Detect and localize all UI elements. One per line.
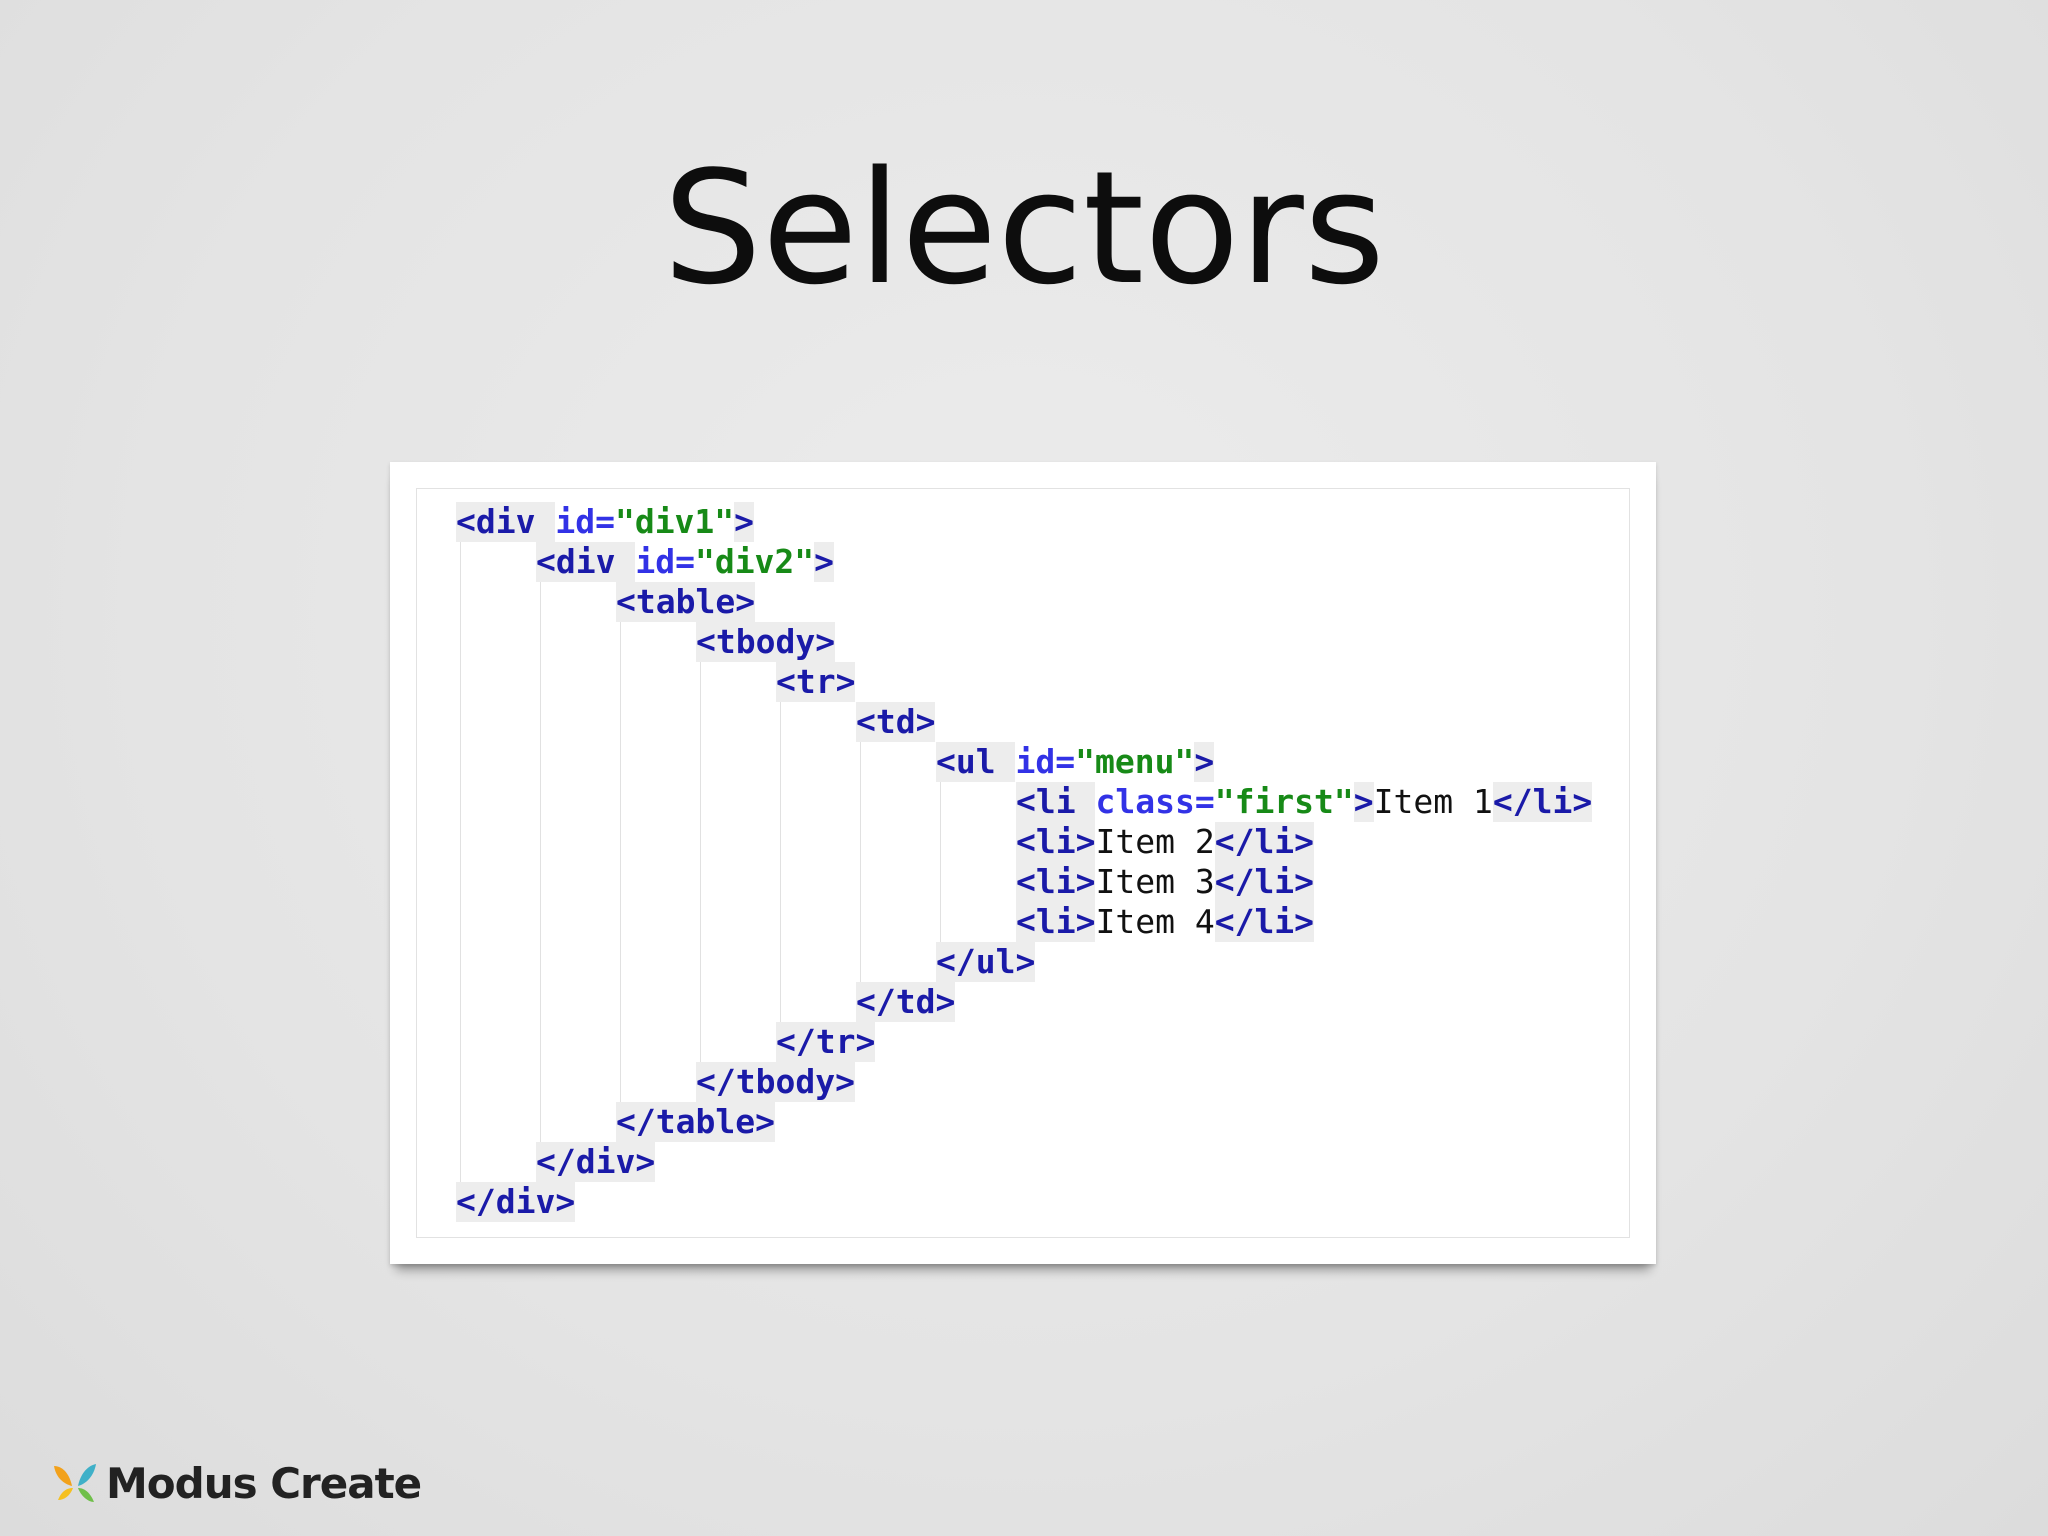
logo-text: Modus Create [106, 1458, 422, 1508]
code-token-tag: </li> [1492, 782, 1593, 822]
code-line: </tr> [776, 1022, 876, 1062]
code-token-tag: </tbody> [696, 1062, 855, 1102]
code-token-val: "div2" [694, 542, 815, 581]
code-line: <div id="div2"> [536, 542, 835, 582]
code-token-val: "menu" [1075, 742, 1195, 781]
code-token-tag: </table> [616, 1102, 775, 1142]
code-line: <li>Item 2</li> [1016, 822, 1315, 862]
code-token-txt: Item 2 [1095, 822, 1215, 861]
code-token-tag: > [814, 542, 835, 582]
code-token-txt: Item 3 [1095, 862, 1215, 901]
code-token-tag: <tr> [776, 662, 856, 702]
indent-guide [460, 542, 461, 1182]
code-token-tag: > [1194, 742, 1215, 782]
code-card: <div id="div1"><div id="div2"><table><tb… [390, 462, 1656, 1264]
code-token-tag: <tbody> [696, 622, 836, 662]
code-line: </td> [856, 982, 956, 1022]
code-token-tag: <div [456, 502, 556, 542]
slide-title: Selectors [662, 137, 1386, 319]
code-token-tag: </td> [856, 982, 956, 1022]
code-line: </tbody> [696, 1062, 855, 1102]
code-token-attr: class= [1095, 782, 1215, 821]
code-line: <li>Item 4</li> [1016, 902, 1315, 942]
code-token-tag: </li> [1214, 822, 1315, 862]
code-token-tag: </tr> [776, 1022, 876, 1062]
code-token-attr: id= [555, 502, 615, 541]
code-token-tag: > [1353, 782, 1374, 822]
code-line: <div id="div1"> [456, 502, 755, 542]
code-line: <li>Item 3</li> [1016, 862, 1315, 902]
code-token-tag: <li> [1016, 902, 1096, 942]
code-token-tag: </li> [1214, 902, 1315, 942]
code-token-tag: <td> [856, 702, 936, 742]
code-token-tag: <li [1016, 782, 1096, 822]
code-line: <ul id="menu"> [936, 742, 1215, 782]
modus-butterfly-icon [54, 1464, 96, 1502]
indent-guide [620, 622, 621, 1102]
code-token-tag: </div> [536, 1142, 656, 1182]
indent-guide [940, 782, 941, 942]
code-line: </div> [536, 1142, 656, 1182]
code-token-txt: Item 1 [1373, 782, 1493, 821]
code-line: <table> [616, 582, 756, 622]
code-token-tag: <li> [1016, 822, 1096, 862]
code-token-tag: > [734, 502, 755, 542]
code-token-tag: </ul> [936, 942, 1036, 982]
code-token-val: "first" [1214, 782, 1354, 821]
code-token-val: "div1" [614, 502, 735, 541]
code-line: <tr> [776, 662, 856, 702]
code-token-attr: id= [1015, 742, 1076, 781]
code-token-tag: </li> [1214, 862, 1315, 902]
indent-guide [780, 702, 781, 1022]
code-token-txt: Item 4 [1095, 902, 1215, 941]
company-logo: Modus Create [50, 1458, 422, 1508]
code-line: <tbody> [696, 622, 836, 662]
code-token-tag: </div> [456, 1182, 576, 1222]
indent-guide [860, 742, 861, 982]
code-line: </ul> [936, 942, 1036, 982]
indent-guide [540, 582, 541, 1142]
code-token-attr: id= [635, 542, 695, 581]
code-line: </div> [456, 1182, 576, 1222]
indent-guide [700, 662, 701, 1062]
code-token-tag: <div [536, 542, 636, 582]
code-token-tag: <ul [936, 742, 1016, 782]
code-token-tag: <li> [1016, 862, 1096, 902]
code-frame [416, 488, 1630, 1238]
code-line: </table> [616, 1102, 775, 1142]
code-line: <td> [856, 702, 936, 742]
code-token-tag: <table> [616, 582, 756, 622]
code-line: <li class="first">Item 1</li> [1016, 782, 1593, 822]
